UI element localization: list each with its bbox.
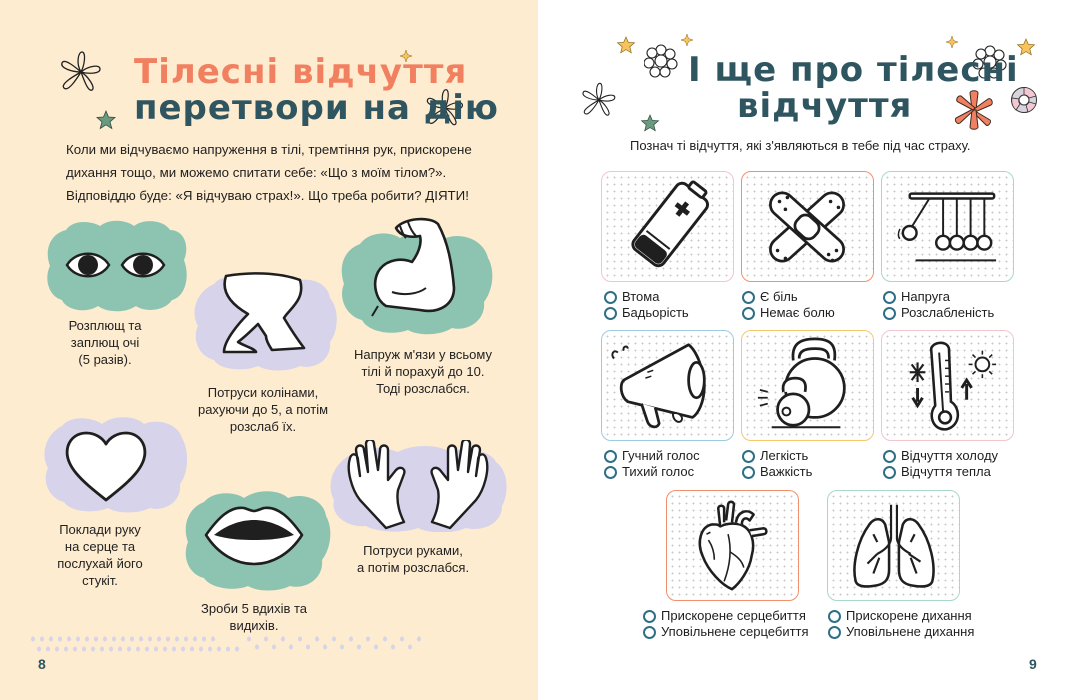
- radio-button[interactable]: [883, 465, 896, 479]
- flower-outline-icon: [582, 82, 616, 116]
- radio-button[interactable]: [742, 290, 755, 304]
- radio-button[interactable]: [883, 306, 896, 320]
- page-number: 9: [1029, 656, 1037, 672]
- daisy-icon: [644, 44, 678, 78]
- heart-icon: [65, 431, 147, 502]
- option-vigor[interactable]: Бадьорість: [604, 305, 689, 321]
- instructions-text: Познач ті відчуття, які з'являються в те…: [630, 138, 971, 153]
- page-number: 8: [38, 656, 46, 672]
- option-fatigue[interactable]: Втома: [604, 289, 689, 305]
- options-battery: Втома Бадьорість: [604, 289, 689, 321]
- option-slow-breathing[interactable]: Уповільнене дихання: [828, 624, 974, 640]
- option-loud-voice[interactable]: Гучний голос: [604, 448, 700, 464]
- dotted-decoration: [37, 646, 239, 652]
- radio-button[interactable]: [742, 465, 755, 479]
- intro-text: Коли ми відчуваємо напруження в тілі, тр…: [66, 142, 472, 203]
- option-fast-heartbeat[interactable]: Прискорене серцебиття: [643, 608, 809, 624]
- radio-button[interactable]: [828, 609, 841, 623]
- page-title-line1: Тілесні відчуття: [134, 52, 468, 92]
- radio-button[interactable]: [604, 306, 617, 320]
- mouth-icon: [204, 506, 304, 566]
- sensation-card-battery: [601, 171, 734, 282]
- daisy-icon: [973, 45, 1007, 79]
- options-heart: Прискорене серцебиття Уповільнене серцеб…: [643, 608, 809, 640]
- hands-icon: [347, 440, 489, 530]
- lungs-icon: [853, 504, 935, 588]
- megaphone-icon: [611, 343, 706, 429]
- star-icon: [616, 36, 636, 54]
- newtons-cradle-icon: [897, 192, 997, 262]
- star-icon: [96, 110, 116, 130]
- page-title-line2: перетвори на дію: [134, 88, 499, 128]
- options-megaphone: Гучний голос Тихий голос: [604, 448, 700, 480]
- options-thermometer: Відчуття холоду Відчуття тепла: [883, 448, 998, 480]
- dotted-decoration: [31, 636, 215, 642]
- radio-button[interactable]: [604, 290, 617, 304]
- radio-button[interactable]: [604, 465, 617, 479]
- radio-button[interactable]: [742, 449, 755, 463]
- radio-button[interactable]: [742, 306, 755, 320]
- sensation-card-heart: [666, 490, 799, 601]
- knees-icon: [222, 272, 306, 354]
- options-cradle: Напруга Розслабленість: [883, 289, 994, 321]
- flower-outline-icon: [426, 89, 464, 126]
- option-lightness[interactable]: Легкість: [742, 448, 812, 464]
- radio-button[interactable]: [883, 290, 896, 304]
- options-bandage: Є біль Немає болю: [742, 289, 835, 321]
- sparkle-icon: [400, 50, 412, 62]
- options-kettlebell: Легкість Важкість: [742, 448, 812, 480]
- asterisk-flower-icon: [954, 90, 993, 130]
- bandage-icon: [769, 191, 845, 263]
- radio-button[interactable]: [883, 449, 896, 463]
- star-icon: [640, 114, 660, 132]
- option-heaviness[interactable]: Важкість: [742, 464, 812, 480]
- activity-caption-eyes: Розплющ та заплющ очі (5 разів).: [68, 318, 142, 367]
- heart-anatomy-icon: [698, 500, 768, 591]
- star-icon: [1016, 38, 1036, 56]
- option-no-pain[interactable]: Немає болю: [742, 305, 835, 321]
- option-cold[interactable]: Відчуття холоду: [883, 448, 998, 464]
- activity-caption-heart: Поклади руку на серце та послухай його с…: [57, 522, 143, 588]
- battery-icon: [631, 180, 709, 268]
- option-relaxation[interactable]: Розслабленість: [883, 305, 994, 321]
- option-quiet-voice[interactable]: Тихий голос: [604, 464, 700, 480]
- sensation-card-lungs: [827, 490, 960, 601]
- page-title-line1: І ще про тілесні: [688, 50, 1019, 90]
- eyes-icon: [65, 252, 166, 278]
- options-lungs: Прискорене дихання Уповільнене дихання: [828, 608, 974, 640]
- sensation-card-cradle: [881, 171, 1014, 282]
- left-page: Тілесні відчуття перетвори на дію Коли м…: [0, 0, 538, 700]
- option-pain[interactable]: Є біль: [742, 289, 835, 305]
- green-cloud-blob: [47, 220, 187, 312]
- sensation-card-megaphone: [601, 330, 734, 441]
- sensation-card-thermometer: [881, 330, 1014, 441]
- activity-caption-mouth: Зроби 5 вдихів та видихів.: [200, 601, 308, 633]
- radio-button[interactable]: [643, 625, 656, 639]
- option-slow-heartbeat[interactable]: Уповільнене серцебиття: [643, 624, 809, 640]
- dotted-decoration: [247, 636, 421, 650]
- kettlebell-icon: [757, 337, 846, 429]
- option-warm[interactable]: Відчуття тепла: [883, 464, 998, 480]
- flexed-arm-icon: [371, 217, 456, 317]
- radio-button[interactable]: [604, 449, 617, 463]
- activity-caption-arm: Напруж м'язи у всьому тілі й порахуй до …: [354, 347, 492, 396]
- sparkle-icon: [681, 34, 693, 46]
- sparkle-icon: [946, 36, 958, 48]
- thermometer-icon: [909, 341, 997, 431]
- donut-flower-icon: [1011, 87, 1037, 113]
- option-tension[interactable]: Напруга: [883, 289, 994, 305]
- page-title-line2: відчуття: [737, 86, 913, 126]
- activity-caption-hands: Потруси руками, а потім розслабся.: [356, 543, 470, 575]
- activity-caption-knees: Потруси колінами, рахуючи до 5, а потім …: [197, 385, 329, 434]
- radio-button[interactable]: [828, 625, 841, 639]
- option-fast-breathing[interactable]: Прискорене дихання: [828, 608, 974, 624]
- sensation-card-kettlebell: [741, 330, 874, 441]
- radio-button[interactable]: [643, 609, 656, 623]
- flower-outline-icon: [61, 51, 101, 91]
- sensation-card-bandage: [741, 171, 874, 282]
